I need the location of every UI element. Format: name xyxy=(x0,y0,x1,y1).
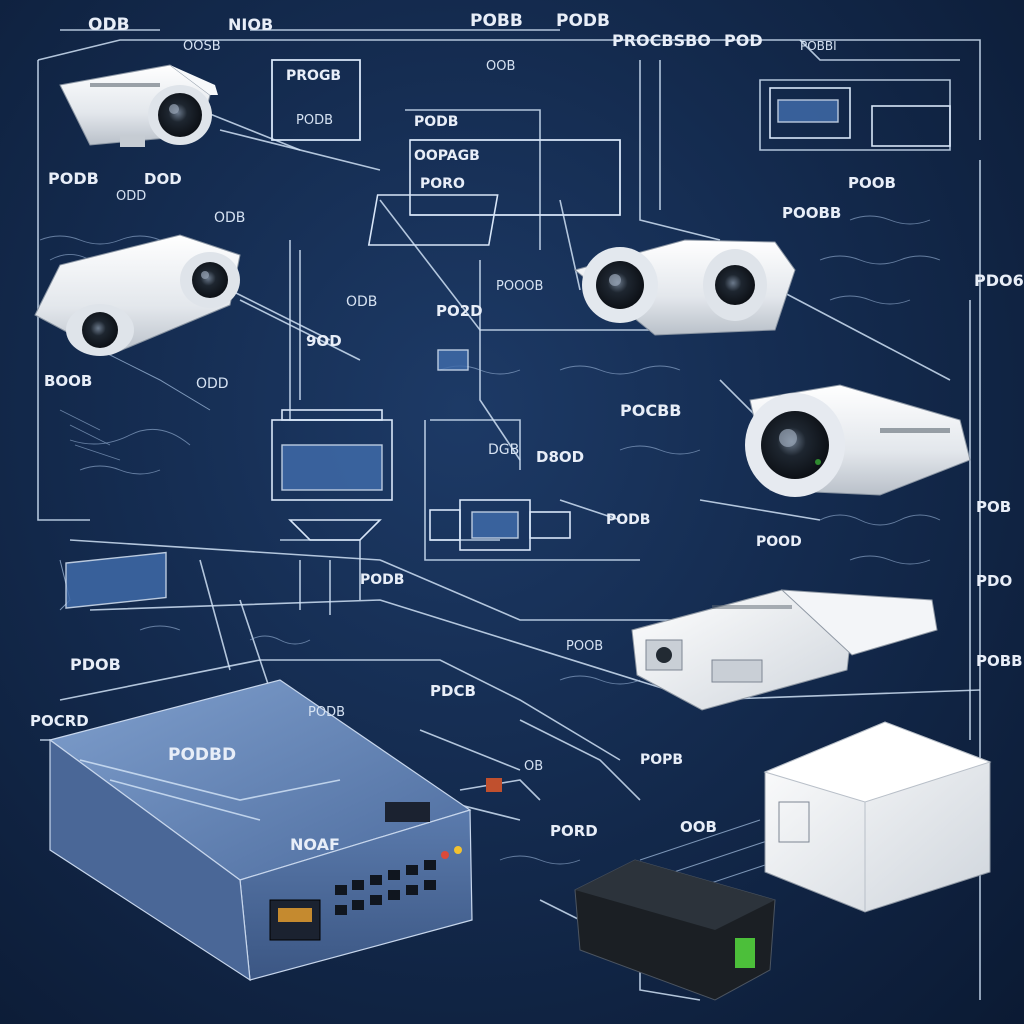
label-b3: PODB xyxy=(414,114,458,130)
label-t1: ODB xyxy=(88,15,130,35)
label-t6: PROCBSBO xyxy=(612,31,711,50)
label-b4: PODB xyxy=(296,113,333,128)
label-m4: ODB xyxy=(346,294,377,310)
label-t2: NIOB xyxy=(228,15,273,34)
label-m17: PODB xyxy=(308,705,345,720)
connector-plug xyxy=(486,778,502,792)
camera-2 xyxy=(34,234,241,356)
connector-schematic xyxy=(429,499,571,551)
small-panel-left xyxy=(65,551,167,609)
label-m9: DGB xyxy=(488,442,519,458)
label-m8: POCBB xyxy=(620,401,681,420)
camera-4 xyxy=(745,384,971,497)
label-t3: OOSB xyxy=(183,39,221,54)
label-b2: PORO xyxy=(420,176,465,192)
label-m20: PORD xyxy=(550,822,598,840)
label-l3: ODD xyxy=(116,189,146,204)
label-m10: D8OD xyxy=(536,448,584,466)
small-indicator xyxy=(437,349,469,371)
labels-layer: ODB NIOB OOSB POBB PODB PROCBSBO OOB POD… xyxy=(30,11,1024,854)
label-l1: PODB xyxy=(48,169,99,188)
label-t5: PODB xyxy=(556,11,610,31)
label-m6: POOBB xyxy=(782,204,841,222)
label-m5: POOOB xyxy=(496,279,543,294)
schematic-box-center xyxy=(367,139,621,246)
label-w1: POCRD xyxy=(30,712,89,730)
label-t9: POBBI xyxy=(800,39,837,53)
label-t10: PROGB xyxy=(286,68,341,84)
label-t4: POBB xyxy=(470,11,523,31)
label-r5: POBB xyxy=(976,652,1023,670)
monitor-schematic xyxy=(271,409,393,541)
label-r1: POOB xyxy=(848,174,896,192)
dvr-recorder xyxy=(48,679,473,982)
label-w2: OOB xyxy=(680,818,717,836)
schematic-box-top-left xyxy=(271,59,361,141)
label-m13: PODB xyxy=(360,572,404,588)
label-m19: POPB xyxy=(640,752,683,768)
label-m7: ODD xyxy=(196,376,229,392)
label-r4: PDO xyxy=(976,572,1012,590)
power-supply-box xyxy=(763,721,992,913)
schematic-panel-top-right xyxy=(769,87,951,147)
label-m15: PDOB xyxy=(70,655,121,674)
label-m18: OB xyxy=(524,759,543,774)
label-m1: ODB xyxy=(214,210,245,226)
label-dvr2: NOAF xyxy=(290,835,340,854)
label-m12: POOD xyxy=(756,534,802,550)
network-switch xyxy=(631,589,938,711)
label-l2: DOD xyxy=(144,170,182,188)
camera-3 xyxy=(573,239,796,336)
label-r2: PDO6B xyxy=(974,271,1024,290)
label-r3: POB xyxy=(976,498,1011,516)
label-b1: OOPAGB xyxy=(414,148,480,164)
label-m2: PO2D xyxy=(436,302,483,320)
label-dvr1: PODBD xyxy=(168,745,236,765)
label-t7: OOB xyxy=(486,59,515,74)
label-m14: POOB xyxy=(566,639,603,654)
label-m11: PODB xyxy=(606,512,650,528)
label-m3: 9OD xyxy=(306,332,342,350)
camera-1 xyxy=(59,64,218,147)
label-m16: PDCB xyxy=(430,682,476,700)
label-l4: BOOB xyxy=(44,372,92,390)
battery-unit xyxy=(574,859,776,1001)
label-t8: POD xyxy=(724,31,763,50)
